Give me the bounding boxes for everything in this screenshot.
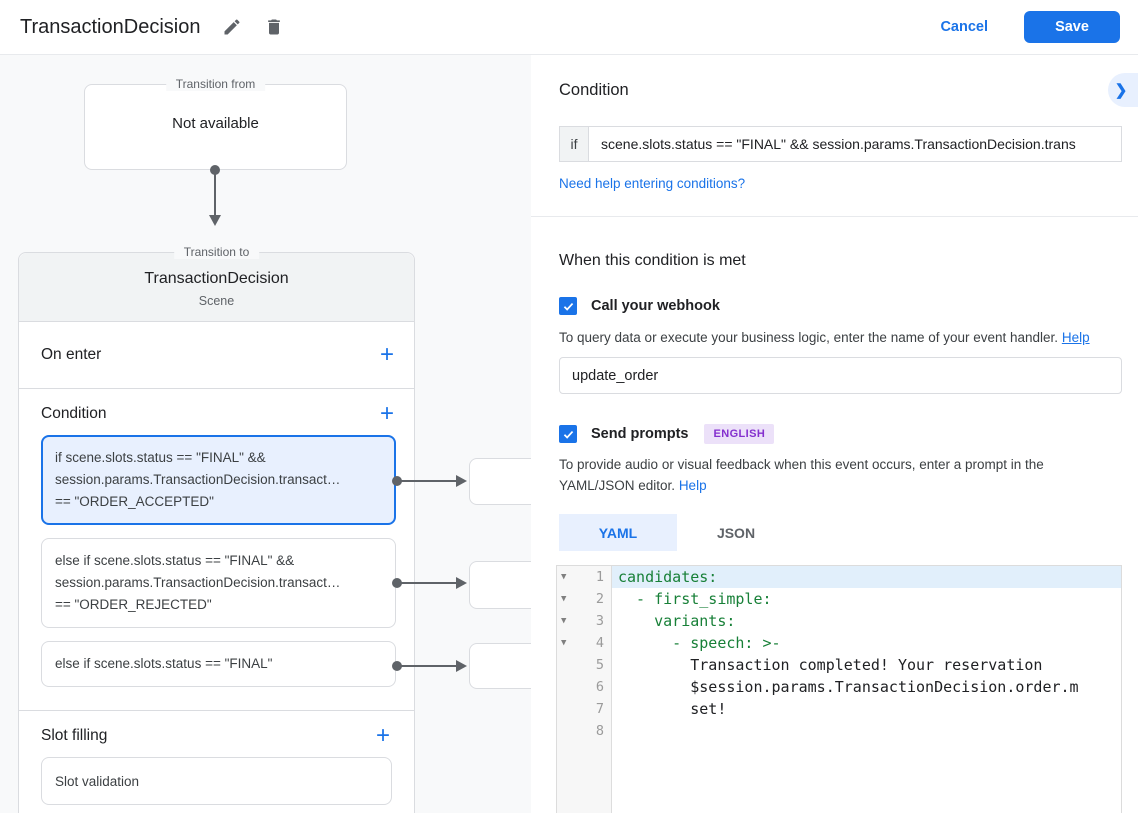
scene-name: TransactionDecision (144, 270, 289, 287)
collapse-panel-button[interactable]: ❯ (1108, 73, 1138, 107)
editor-format-tabs: YAML JSON (559, 514, 1138, 551)
when-condition-met-title: When this condition is met (559, 252, 746, 269)
slot-validation-item[interactable]: Slot validation (41, 757, 392, 805)
check-icon (563, 430, 573, 439)
scene-card: Transition to TransactionDecision Scene … (18, 245, 415, 813)
conditions-help-link[interactable]: Need help entering conditions? (559, 176, 746, 191)
delete-icon[interactable] (264, 17, 284, 37)
scene-card-header[interactable]: TransactionDecision Scene (19, 253, 414, 322)
call-webhook-checkbox[interactable] (559, 297, 577, 315)
chevron-right-icon: ❯ (1114, 82, 1128, 99)
line-number: 4 (595, 635, 604, 651)
condition-item-accepted[interactable]: if scene.slots.status == "FINAL" && sess… (41, 435, 396, 525)
code-line (612, 720, 1121, 742)
prompts-description-text: To provide audio or visual feedback when… (559, 457, 1044, 493)
code-line: candidates: (612, 566, 1121, 588)
transition-target-box[interactable] (469, 561, 531, 609)
call-webhook-label: Call your webhook (591, 298, 720, 314)
prompts-checkbox-row: Send prompts ENGLISH (559, 424, 1138, 444)
code-line: $session.params.TransactionDecision.orde… (618, 678, 1079, 696)
transition-target-box[interactable] (469, 643, 531, 689)
send-prompts-label: Send prompts (591, 426, 689, 442)
code-line: set! (618, 700, 727, 718)
condition-expression-input[interactable] (588, 126, 1122, 162)
webhook-help-link[interactable]: Help (1061, 330, 1090, 345)
on-enter-label: On enter (41, 346, 102, 363)
edit-icon[interactable] (222, 17, 242, 37)
transition-from-box: Transition from Not available (84, 77, 347, 170)
transition-from-value: Not available (172, 114, 259, 132)
code-line: - speech: >- (618, 634, 781, 652)
line-number: 5 (595, 657, 604, 673)
scene-type: Scene (198, 294, 235, 308)
fold-toggle-icon[interactable]: ▼ (561, 594, 567, 604)
panel-divider (531, 216, 1138, 217)
condition-detail-panel: Condition ❯ if Need help entering condit… (531, 55, 1138, 813)
editor-gutter: ▼ 1 ▼ 2 ▼ 3 ▼ 4 5 6 7 8 (557, 566, 612, 813)
section-condition: Condition + if scene.slots.status == "FI… (19, 389, 414, 711)
panel-title: Condition (559, 81, 629, 99)
line-number: 7 (595, 701, 604, 717)
fold-toggle-icon[interactable]: ▼ (561, 638, 567, 648)
fold-toggle-icon[interactable]: ▼ (561, 572, 567, 582)
prompt-code-editor[interactable]: ▼ 1 ▼ 2 ▼ 3 ▼ 4 5 6 7 8 candidates: - first_… (556, 565, 1122, 813)
top-bar: TransactionDecision Cancel Save (0, 0, 1138, 55)
language-badge: ENGLISH (704, 424, 775, 444)
prompts-help-link[interactable]: Help (678, 478, 707, 493)
line-number: 2 (595, 591, 604, 607)
condition-item-final[interactable]: else if scene.slots.status == "FINAL" (41, 641, 396, 687)
code-line: Transaction completed! Your reservation (618, 656, 1043, 674)
section-on-enter: On enter + (19, 322, 414, 389)
condition-item-rejected[interactable]: else if scene.slots.status == "FINAL" &&… (41, 538, 396, 628)
line-number: 1 (595, 569, 604, 585)
add-on-enter-button[interactable]: + (379, 341, 394, 368)
scene-flow-canvas: Transition from Not available (0, 55, 531, 813)
transition-to-legend: Transition to (173, 245, 260, 259)
transition-from-legend: Transition from (165, 77, 266, 91)
cancel-button[interactable]: Cancel (940, 19, 988, 35)
event-handler-name-input[interactable] (559, 357, 1122, 394)
webhook-description: To query data or execute your business l… (559, 327, 1122, 348)
line-number: 6 (595, 679, 604, 695)
tab-json[interactable]: JSON (716, 524, 756, 541)
webhook-checkbox-row: Call your webhook (559, 297, 1138, 315)
webhook-description-text: To query data or execute your business l… (559, 330, 1059, 345)
fold-toggle-icon[interactable]: ▼ (561, 616, 567, 626)
line-number: 8 (595, 723, 604, 739)
code-line: variants: (618, 612, 736, 630)
page-title: TransactionDecision (20, 15, 201, 38)
prompts-description: To provide audio or visual feedback when… (559, 454, 1122, 496)
condition-label: Condition (41, 405, 107, 422)
code-line: - first_simple: (618, 590, 772, 608)
tab-yaml[interactable]: YAML (559, 514, 677, 551)
save-button[interactable]: Save (1024, 11, 1120, 43)
add-condition-button[interactable]: + (379, 400, 394, 427)
editor-code-area[interactable]: candidates: - first_simple: variants: - … (612, 566, 1121, 813)
send-prompts-checkbox[interactable] (559, 425, 577, 443)
check-icon (563, 302, 573, 311)
transition-target-box[interactable] (469, 458, 531, 505)
condition-expression-row: if (559, 126, 1122, 162)
slot-filling-label: Slot filling (41, 727, 108, 744)
section-slot-filling: Slot filling + Slot validation (19, 711, 414, 805)
line-number: 3 (595, 613, 604, 629)
add-slot-button[interactable]: + (375, 722, 390, 749)
if-prefix-label: if (559, 126, 588, 162)
